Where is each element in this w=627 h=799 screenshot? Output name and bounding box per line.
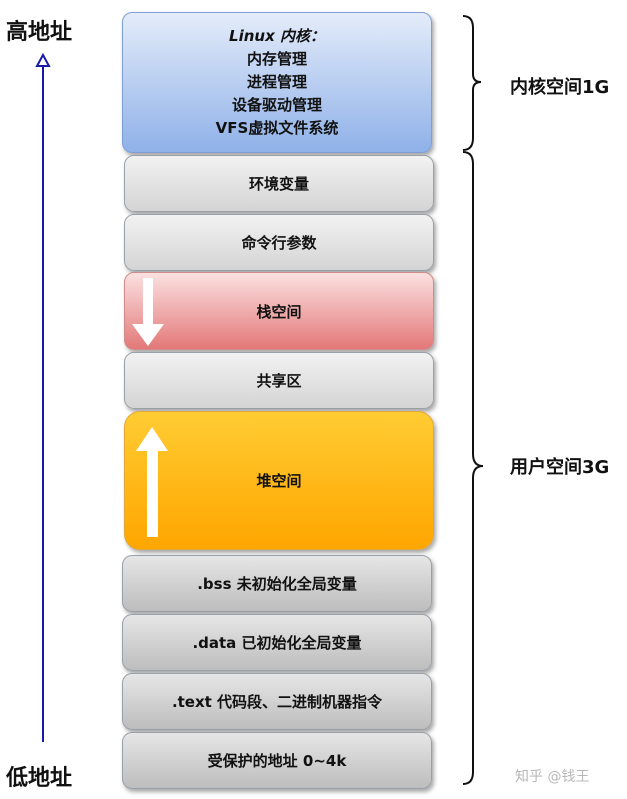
user-brace	[462, 151, 484, 785]
kernel-item-vfs: VFS虚拟文件系统	[215, 119, 339, 137]
kernel-item-process: 进程管理	[246, 73, 307, 91]
heap-segment: 堆空间	[124, 411, 434, 550]
space-braces	[462, 15, 484, 785]
kernel-item-memory: 内存管理	[246, 50, 307, 68]
bss-label: .bss 未初始化全局变量	[197, 575, 357, 593]
stack-label: 栈空间	[256, 302, 302, 321]
protected-segment: 受保护的地址 0~4k	[122, 732, 432, 789]
kernel-block: Linux 内核： 内存管理 进程管理 设备驱动管理 VFS虚拟文件系统	[122, 12, 432, 153]
env-segment: 环境变量	[124, 155, 434, 212]
cmd-args-label: 命令行参数	[241, 234, 317, 252]
heap-label: 堆空间	[256, 472, 302, 490]
low-address-label: 低地址	[6, 766, 73, 791]
kernel-space-label: 内核空间1G	[510, 77, 610, 98]
address-axis	[35, 52, 51, 742]
bss-segment: .bss 未初始化全局变量	[122, 555, 432, 612]
cmd-args-segment: 命令行参数	[124, 214, 434, 271]
user-space-label: 用户空间3G	[510, 457, 610, 478]
stack-segment: 栈空间	[124, 272, 434, 350]
kernel-title: Linux 内核：	[229, 27, 325, 45]
kernel-brace	[462, 15, 482, 151]
env-label: 环境变量	[248, 175, 309, 193]
protected-label: 受保护的地址 0~4k	[207, 752, 347, 770]
high-address-label: 高地址	[6, 20, 73, 45]
axis-up-arrow-icon	[35, 52, 51, 67]
down-arrow-icon	[132, 278, 164, 346]
shared-segment: 共享区	[124, 352, 434, 409]
text-segment: .text 代码段、二进制机器指令	[122, 673, 432, 730]
data-label: .data 已初始化全局变量	[192, 634, 362, 652]
text-label: .text 代码段、二进制机器指令	[171, 693, 383, 711]
kernel-item-driver: 设备驱动管理	[231, 96, 322, 114]
watermark: 知乎 @钱王	[515, 769, 590, 785]
up-arrow-icon	[136, 427, 168, 537]
data-segment: .data 已初始化全局变量	[122, 614, 432, 671]
shared-label: 共享区	[256, 372, 302, 390]
